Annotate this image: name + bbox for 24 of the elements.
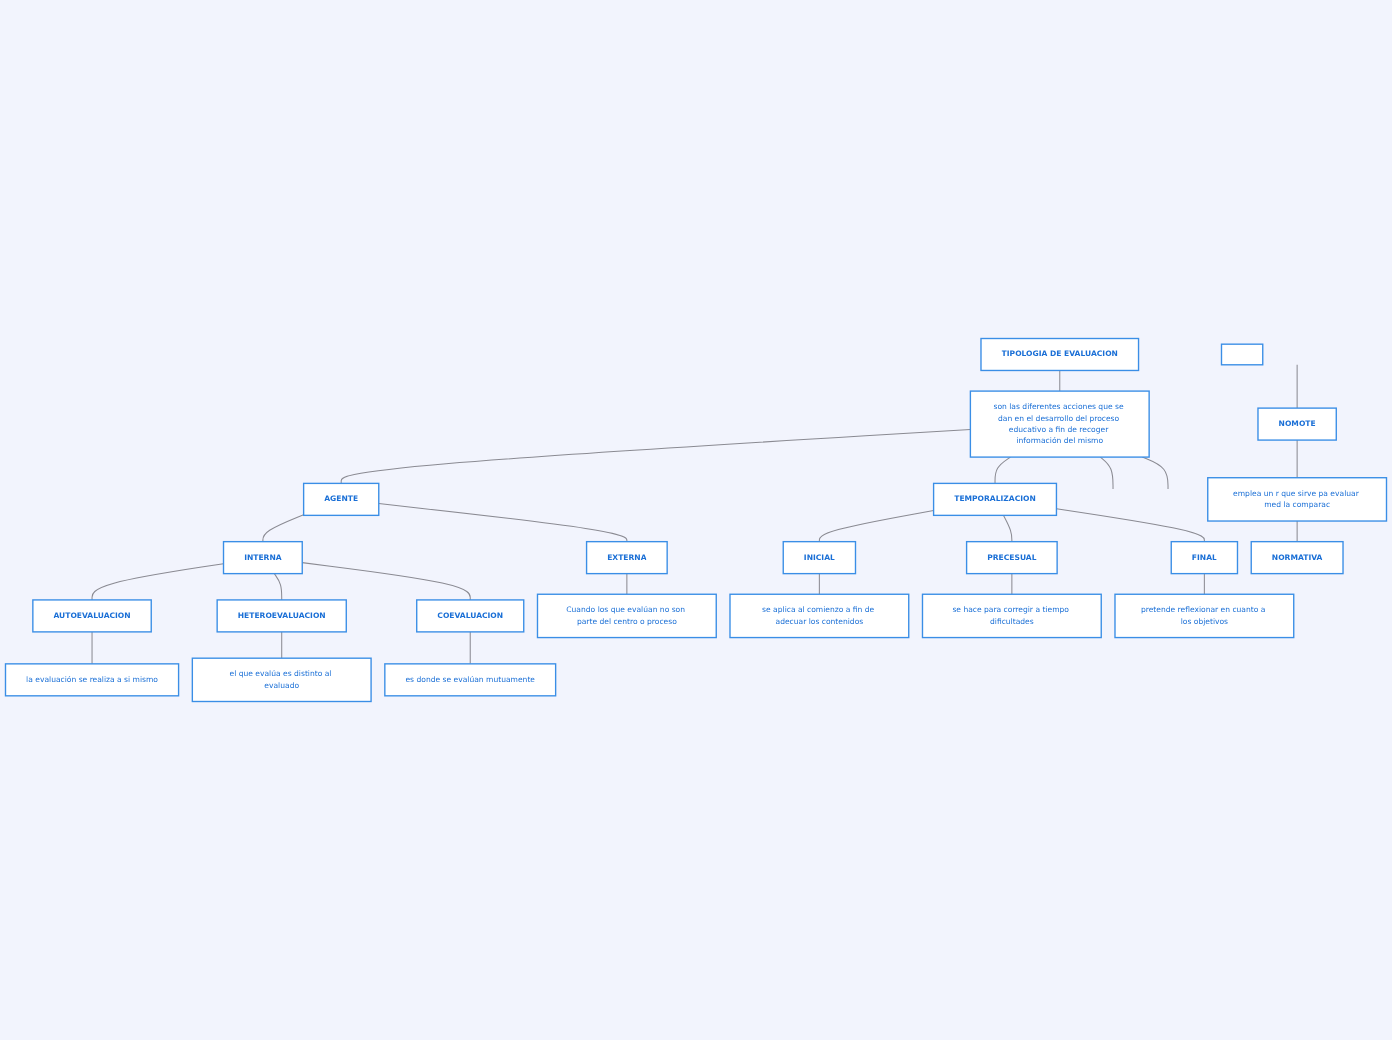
connector xyxy=(1296,520,1298,543)
connector xyxy=(1141,456,1169,490)
connector xyxy=(91,631,93,665)
connector xyxy=(818,573,820,595)
connector xyxy=(1296,364,1298,409)
connector xyxy=(994,456,1011,484)
connector xyxy=(1099,456,1114,490)
connector xyxy=(91,563,225,601)
connector xyxy=(301,562,471,601)
connector xyxy=(1055,508,1205,543)
connector xyxy=(1011,573,1013,595)
connector xyxy=(262,514,305,543)
connector xyxy=(469,631,471,665)
connector xyxy=(1059,369,1061,392)
connector xyxy=(1296,439,1298,479)
connector xyxy=(273,573,283,601)
connector xyxy=(626,573,628,595)
connector xyxy=(281,631,283,659)
node-box xyxy=(1220,343,1264,366)
connector xyxy=(378,503,628,543)
connector xyxy=(1203,573,1205,595)
connector xyxy=(1002,514,1013,543)
connector xyxy=(340,428,971,484)
connector xyxy=(818,510,935,543)
